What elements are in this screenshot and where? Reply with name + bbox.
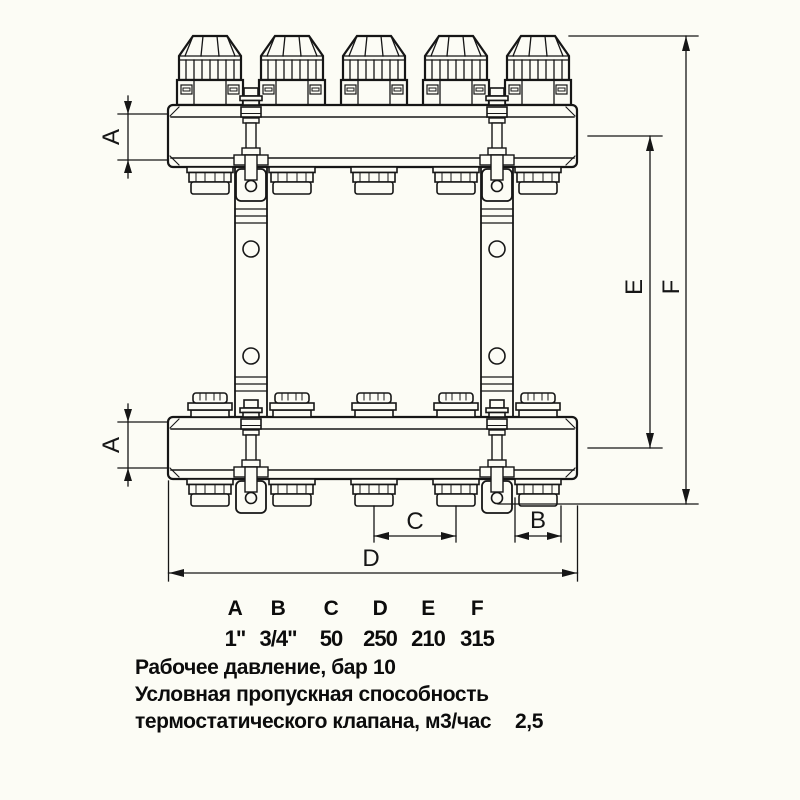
outlet-fitting xyxy=(186,478,234,507)
outlet-fitting xyxy=(432,478,480,507)
inlet-fitting xyxy=(433,392,479,418)
spec-column-e: E 210 xyxy=(396,597,460,651)
spec-column-a: A 1" xyxy=(203,597,267,651)
dim-label-a-bottom: A xyxy=(98,437,125,453)
mounting-bracket xyxy=(234,166,268,418)
spec-value: 2,5 xyxy=(515,710,543,733)
dimension-e: E xyxy=(587,135,663,449)
outlet-fitting xyxy=(268,166,316,195)
spec-column-b: B 3/4" xyxy=(246,597,310,651)
dimension-d: D xyxy=(167,480,579,582)
spec-value: 3/4" xyxy=(259,626,297,651)
spec-letter: B xyxy=(270,597,286,620)
valve-heads xyxy=(175,34,573,107)
outlet-fitting xyxy=(268,478,316,507)
outlet-fitting xyxy=(186,166,234,195)
outlet-fitting xyxy=(350,166,398,195)
spec-value: 10 xyxy=(373,656,396,679)
return-manifold-bar xyxy=(166,415,579,481)
spec-value: 50 xyxy=(319,626,343,651)
spec-value: 210 xyxy=(411,626,446,651)
dimension-a-bottom: A xyxy=(98,403,168,487)
outlet-fitting xyxy=(514,478,562,507)
dim-label-d: D xyxy=(362,545,379,572)
spec-letter: C xyxy=(323,597,339,620)
valve-head xyxy=(503,34,573,107)
dimension-a-top: A xyxy=(98,95,168,179)
spec-label: термостатического клапана, м3/час xyxy=(135,710,492,733)
valve-head xyxy=(257,34,327,107)
spec-label: Рабочее давление, бар xyxy=(135,656,368,679)
spec-value: 1" xyxy=(224,626,247,651)
supply-manifold-bar xyxy=(166,103,579,169)
dim-label-f: F xyxy=(658,280,685,295)
spec-value: 315 xyxy=(460,626,495,651)
dim-label-e: E xyxy=(621,279,648,295)
mounting-bracket xyxy=(480,166,514,418)
valve-head xyxy=(339,34,409,107)
spec-row-pressure: Рабочее давление, бар 10 xyxy=(135,657,755,679)
dim-label-a-top: A xyxy=(98,129,125,145)
valve-head xyxy=(421,34,491,107)
dim-label-b: B xyxy=(530,507,546,534)
outlet-fitting xyxy=(350,478,398,507)
spec-label: Условная пропускная способность xyxy=(135,683,489,706)
valve-head xyxy=(175,34,245,107)
spec-letter: D xyxy=(372,597,388,620)
outlet-fitting xyxy=(432,166,480,195)
spec-row-capacity-line1: Условная пропускная способность xyxy=(135,684,755,706)
inlet-fitting xyxy=(351,392,397,418)
inlet-fitting xyxy=(269,392,315,418)
spec-letter: A xyxy=(227,597,243,620)
spec-column-d: D 250 xyxy=(348,597,412,651)
inlet-fitting xyxy=(187,392,233,418)
spec-letter: F xyxy=(470,597,484,620)
dimension-c: C xyxy=(373,505,457,543)
outlet-fitting xyxy=(514,166,562,195)
dim-label-c: C xyxy=(406,508,423,535)
spec-value: 250 xyxy=(363,626,398,651)
spec-column-f: F 315 xyxy=(445,597,509,651)
spec-letter: E xyxy=(421,597,435,620)
spec-row-capacity-line2: термостатического клапана, м3/час 2,5 xyxy=(135,711,755,733)
manifold-technical-drawing: A A C xyxy=(98,34,699,582)
dimension-f: F xyxy=(497,35,699,505)
dimension-b: B xyxy=(514,497,562,543)
inlet-fitting xyxy=(515,392,561,418)
dimensions: A A C xyxy=(98,35,699,582)
spec-column-c: C 50 xyxy=(299,597,363,651)
